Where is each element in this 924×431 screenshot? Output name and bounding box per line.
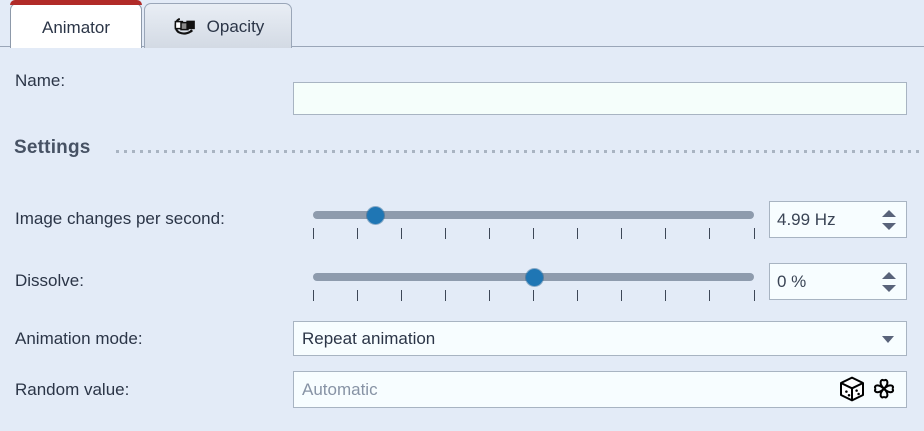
image-changes-slider[interactable] — [312, 203, 755, 243]
animation-mode-select[interactable]: Repeat animation — [293, 321, 907, 356]
tab-bar-baseline — [0, 46, 924, 47]
slider-tick — [356, 290, 358, 301]
image-changes-slider-track[interactable] — [313, 211, 754, 219]
dissolve-value: 0 % — [777, 272, 807, 291]
slider-tick — [577, 290, 579, 301]
slider-tick — [488, 290, 490, 301]
chevron-down-icon[interactable] — [882, 336, 894, 343]
image-changes-slider-ticks — [312, 228, 755, 240]
slider-tick — [312, 290, 314, 301]
slider-tick — [665, 290, 667, 301]
slider-tick — [577, 228, 579, 239]
random-value-placeholder: Automatic — [302, 380, 378, 399]
slider-tick — [488, 228, 490, 239]
slider-tick — [400, 290, 402, 301]
spin-up-icon[interactable] — [882, 209, 896, 217]
image-changes-value: 4.99 Hz — [777, 210, 836, 229]
tab-opacity[interactable]: Opacity — [144, 3, 292, 48]
dissolve-spinbox[interactable]: 0 % — [769, 263, 907, 300]
dissolve-row: Dissolve: 0 % — [0, 255, 924, 311]
slider-tick — [444, 228, 446, 239]
dice-icon[interactable] — [838, 375, 866, 403]
tab-bar: Animator Opacity — [0, 0, 924, 48]
image-changes-slider-handle[interactable] — [366, 207, 384, 224]
settings-section-title: Settings — [14, 137, 91, 158]
spin-down-icon[interactable] — [882, 284, 896, 292]
image-changes-spinbox[interactable]: 4.99 Hz — [769, 201, 907, 238]
slider-tick — [533, 290, 534, 301]
tab-opacity-label: Opacity — [206, 16, 265, 36]
dissolve-slider-ticks — [312, 290, 755, 302]
opacity-icon — [172, 15, 198, 37]
slider-tick — [533, 228, 534, 239]
dissolve-slider[interactable] — [312, 265, 755, 305]
dissolve-label: Dissolve: — [15, 271, 84, 290]
slider-tick — [444, 290, 446, 301]
random-value-row: Random value: Automatic — [0, 368, 924, 416]
animation-mode-row: Animation mode: Repeat animation — [0, 317, 924, 365]
random-value-icon-group — [838, 375, 898, 403]
settings-section-header: Settings — [0, 133, 924, 165]
slider-tick — [400, 228, 402, 239]
spin-down-icon[interactable] — [882, 222, 896, 230]
settings-form: Name: Settings Image changes per second:… — [0, 48, 924, 431]
spin-up-icon[interactable] — [882, 271, 896, 279]
random-value-input[interactable]: Automatic — [293, 371, 907, 408]
image-changes-spin-buttons[interactable] — [880, 202, 898, 237]
slider-tick — [621, 228, 623, 239]
slider-tick — [753, 228, 755, 239]
name-input[interactable] — [293, 82, 907, 115]
slider-tick — [356, 228, 358, 239]
animation-mode-value: Repeat animation — [302, 329, 436, 348]
slider-tick — [312, 228, 314, 239]
slider-tick — [709, 228, 711, 239]
slider-tick — [665, 228, 667, 239]
dissolve-spin-buttons[interactable] — [880, 264, 898, 299]
animation-mode-label: Animation mode: — [15, 329, 143, 348]
settings-section-divider — [116, 150, 924, 153]
name-row: Name: — [0, 61, 924, 115]
tab-animator[interactable]: Animator — [10, 0, 142, 48]
image-changes-label: Image changes per second: — [15, 209, 225, 228]
name-label: Name: — [15, 71, 66, 90]
slider-tick — [621, 290, 623, 301]
clover-icon[interactable] — [870, 375, 898, 403]
slider-tick — [709, 290, 711, 301]
random-value-label: Random value: — [15, 380, 130, 399]
tab-animator-label: Animator — [41, 18, 111, 37]
slider-tick — [753, 290, 755, 301]
dissolve-slider-handle[interactable] — [525, 269, 543, 286]
image-changes-row: Image changes per second: 4.99 Hz — [0, 193, 924, 249]
